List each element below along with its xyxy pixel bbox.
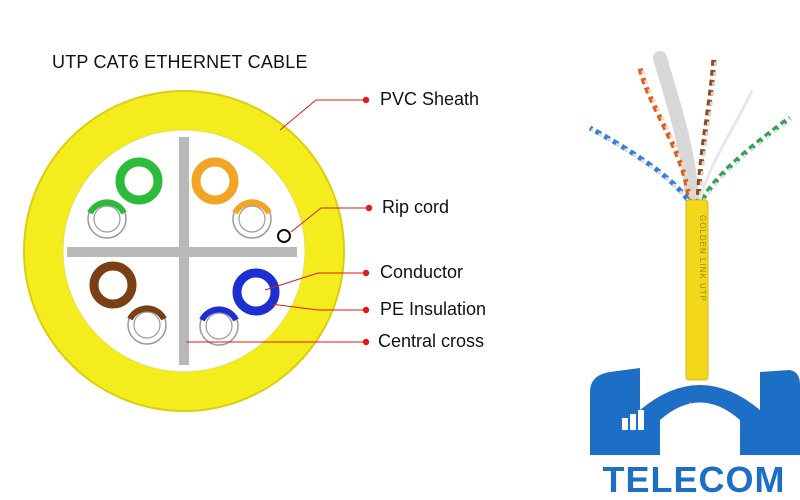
logo-text: TELECOM: [602, 459, 786, 500]
green-stripe: [87, 199, 127, 215]
logo-bar-3: [638, 410, 644, 430]
logo-h-left: [590, 368, 640, 455]
green-white-strand: [701, 118, 792, 203]
orange-white-strand: [640, 67, 694, 206]
brown-pair: [89, 261, 167, 345]
orange-stripe: [232, 199, 272, 215]
orange-pair: [191, 157, 272, 239]
orange-pair-strand: [637, 67, 693, 206]
cable-jacket: [685, 199, 709, 381]
leader-dot-cross: [362, 338, 370, 346]
rip-cord: [277, 229, 291, 243]
cable-illustration: GOLDEN LINK UTP: [588, 51, 792, 381]
white-ripcord-strand: [653, 51, 700, 217]
orange-conductor: [191, 157, 239, 205]
logo-bar-2: [630, 414, 636, 430]
label-rip-cord: Rip cord: [382, 197, 450, 217]
green-white-inner: [93, 205, 121, 233]
leader-lines: [186, 96, 373, 346]
hn-logo-mark: [590, 368, 800, 455]
cable-cross-section: [23, 90, 345, 412]
logo-h-right: [760, 370, 800, 455]
cable-print-text: GOLDEN LINK UTP: [698, 215, 707, 302]
logo-bar-1: [622, 418, 628, 430]
brown-pair-strand: [695, 55, 717, 206]
leader-dot-pvc: [362, 96, 370, 104]
blue-white-inner: [205, 312, 233, 340]
blue-conductor: [232, 268, 280, 316]
leader-pvc-sheath: [279, 99, 364, 131]
blue-stripe: [199, 306, 239, 322]
brown-white-inner: [133, 311, 161, 339]
leader-dot-rip: [365, 204, 373, 212]
green-conductor: [115, 157, 163, 205]
blue-pair: [199, 268, 280, 346]
star-icon: [674, 402, 706, 431]
label-central-cross: Central cross: [378, 331, 485, 351]
leader-conductor: [264, 272, 364, 291]
blue-pair-strand: [588, 125, 691, 202]
logo-arch: [640, 385, 760, 455]
green-pair-strand: [699, 115, 792, 202]
label-conductor: Conductor: [380, 262, 464, 282]
label-pvc-sheath: PVC Sheath: [380, 89, 480, 109]
green-pair: [87, 157, 163, 239]
leader-dot-conductor: [362, 269, 370, 277]
blue-white-strand: [590, 128, 691, 203]
brown-conductor: [89, 261, 137, 309]
leader-pe-insulation: [270, 303, 364, 311]
brown-stripe: [127, 305, 167, 321]
diagram-title: UTP CAT6 ETHERNET CABLE: [52, 52, 308, 72]
white-strand: [698, 89, 754, 201]
orange-white-inner: [238, 205, 266, 233]
central-cross-horizontal: [67, 247, 297, 257]
leader-rip-cord: [290, 207, 367, 233]
label-pe-insulation: PE Insulation: [380, 299, 487, 319]
leader-dot-pe: [362, 306, 370, 314]
